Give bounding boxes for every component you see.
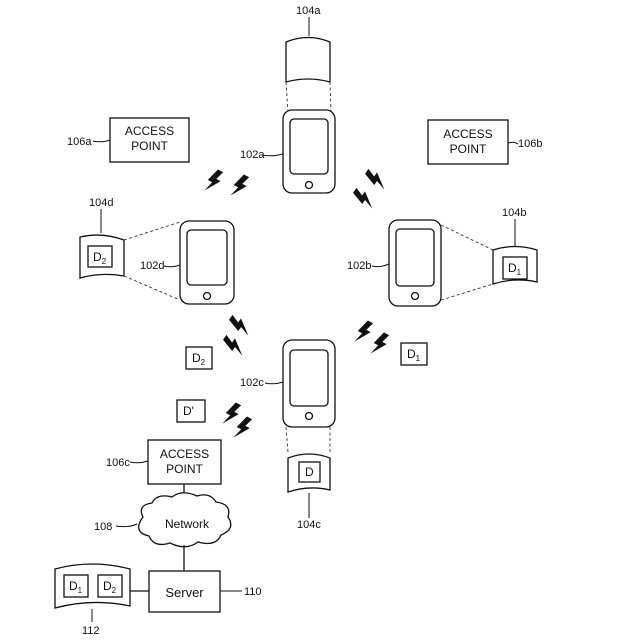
wireless-icon (222, 402, 242, 424)
storage-104a-label: 104a (296, 5, 321, 17)
access-point-106c-line2: POINT (166, 462, 203, 476)
device-102d-label: 102d (140, 260, 164, 272)
storage-104c: D 104c (287, 453, 331, 531)
access-point-106b-line2: POINT (450, 142, 487, 156)
storage-104d-doc: D2 (93, 250, 107, 266)
storage-104a: 104a (285, 5, 331, 83)
device-102d: 102d (140, 220, 235, 305)
wireless-icon (229, 314, 249, 336)
storage-104d-label: 104d (89, 197, 113, 209)
storage-104b-doc: D1 (508, 261, 522, 277)
storage-104d: D2 104d (79, 197, 125, 279)
access-point-106b-line1: ACCESS (443, 127, 492, 141)
database-ref-label: 112 (82, 625, 100, 637)
access-point-106b: ACCESS POINT 106b (427, 119, 542, 165)
network-ref-label: 108 (94, 521, 112, 533)
svg-text:D1: D1 (407, 347, 421, 363)
access-point-106c: ACCESS POINT 106c (106, 439, 222, 485)
device-102c-label: 102c (240, 377, 264, 389)
access-point-106a-line2: POINT (131, 139, 168, 153)
wireless-icon (365, 168, 385, 190)
access-point-106a-label: 106a (67, 136, 92, 148)
wireless-icon (354, 320, 374, 342)
server-label: Server (165, 585, 204, 600)
database-112: D1 D2 112 (54, 563, 131, 637)
server-ref-label: 110 (244, 586, 262, 598)
database-doc-d1: D1 (69, 579, 83, 595)
storage-104c-doc: D (305, 465, 314, 479)
wireless-icon (223, 334, 243, 356)
storage-104b: D1 104b (492, 207, 538, 285)
wireless-icon (204, 169, 224, 191)
wireless-icon (230, 174, 250, 196)
device-102b-label: 102b (347, 260, 371, 272)
network-label: Network (165, 517, 210, 531)
access-point-106c-label: 106c (106, 457, 130, 469)
access-point-106b-label: 106b (518, 138, 542, 150)
transfer-doc-d1: D1 (400, 342, 428, 366)
database-doc-d2: D2 (103, 579, 117, 595)
access-point-106a-line1: ACCESS (125, 124, 174, 138)
device-102b: 102b (347, 219, 442, 307)
transfer-doc-d2: D2 (185, 346, 213, 370)
svg-text:D': D' (183, 404, 194, 418)
storage-104c-label: 104c (297, 519, 321, 531)
server: Server 110 (148, 570, 262, 613)
wireless-icon (370, 332, 390, 354)
network-cloud: Network 108 (94, 492, 232, 548)
access-point-106c-line1: ACCESS (160, 447, 209, 461)
wireless-icon (353, 187, 373, 209)
svg-text:D2: D2 (192, 351, 206, 367)
access-point-106a: ACCESS POINT 106a (67, 117, 190, 163)
wireless-icon (233, 416, 253, 438)
wireless-bolts (204, 168, 390, 438)
device-102a-label: 102a (240, 149, 265, 161)
device-102c: 102c (240, 339, 336, 428)
transfer-doc-dprime: D' (176, 399, 206, 423)
device-102a: 102a (240, 109, 336, 194)
storage-104b-label: 104b (502, 207, 526, 219)
